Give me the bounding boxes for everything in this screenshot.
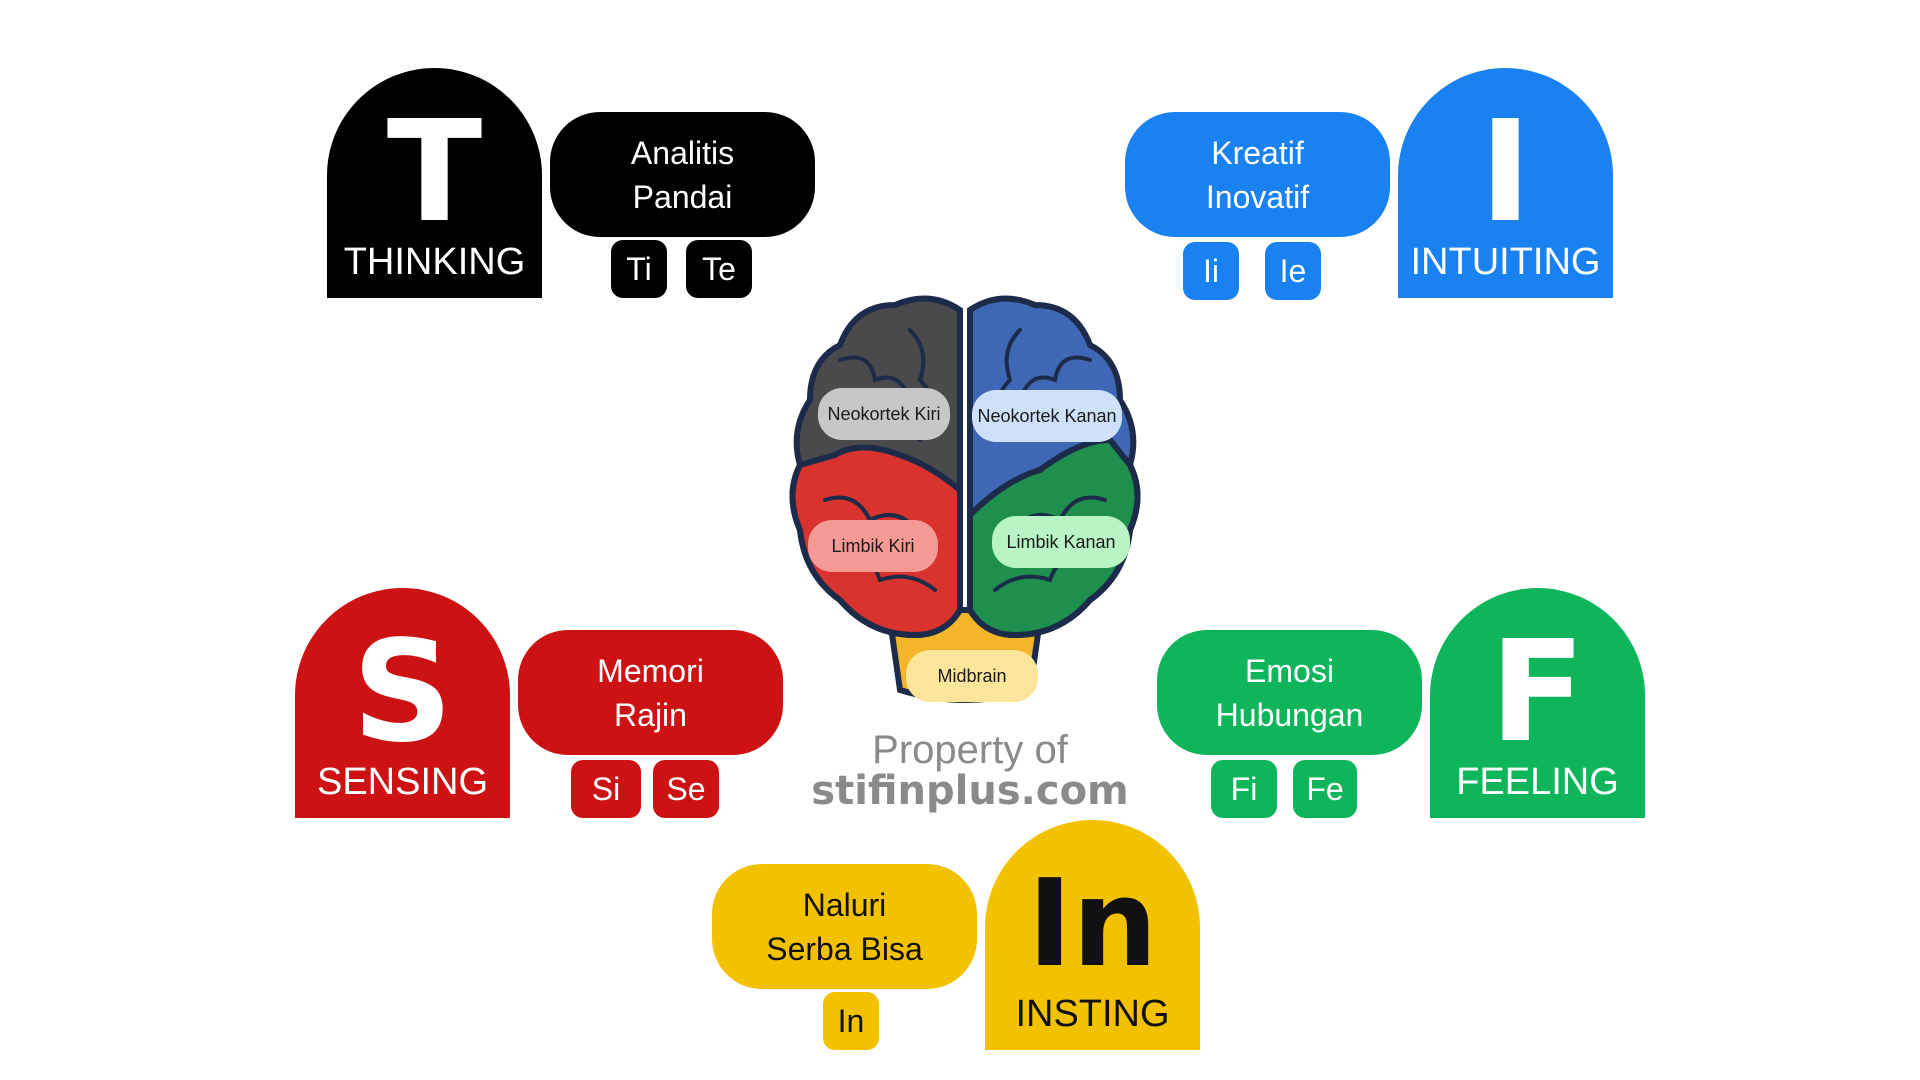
sensing-trait-1: Memori — [597, 652, 704, 689]
brain-label-midbrain: Midbrain — [906, 650, 1038, 702]
intuiting-label: INTUITING — [1410, 241, 1601, 283]
feeling-trait-1: Emosi — [1245, 652, 1334, 689]
thinking-badge: T THINKING — [327, 68, 542, 298]
watermark-line-2: stifinplus.com — [811, 768, 1129, 814]
thinking-trait-1: Analitis — [630, 134, 735, 171]
intuiting-trait-2: Inovatif — [1205, 178, 1310, 215]
insting-trait-1: Naluri — [802, 886, 887, 923]
feeling-traits: Emosi Hubungan — [1157, 630, 1422, 755]
feeling-letter: F — [1489, 611, 1586, 774]
brain-label-limbik-kanan: Limbik Kanan — [992, 516, 1130, 568]
intuiting-badge: I INTUITING — [1398, 68, 1613, 298]
intuiting-trait-1: Kreatif — [1211, 134, 1304, 171]
insting-label: INSTING — [1015, 993, 1170, 1035]
feeling-label: FEELING — [1456, 761, 1619, 803]
function-chip-si: Si — [571, 760, 641, 818]
sensing-traits: Memori Rajin — [518, 630, 783, 755]
thinking-letter: T — [386, 91, 483, 254]
function-chip-fe: Fe — [1293, 760, 1357, 818]
function-chip-in: In — [823, 992, 879, 1050]
brain-label-neokortek-kanan: Neokortek Kanan — [972, 390, 1122, 442]
insting-badge: In INSTING — [985, 820, 1200, 1050]
brain-label-neokortek-kiri: Neokortek Kiri — [818, 388, 950, 440]
sensing-badge: S SENSING — [295, 588, 510, 818]
function-chip-ti: Ti — [611, 240, 667, 298]
intuiting-letter: I — [1479, 91, 1532, 254]
feeling-trait-2: Hubungan — [1215, 696, 1364, 733]
function-chip-se: Se — [653, 760, 719, 818]
feeling-badge: F FEELING — [1430, 588, 1645, 818]
thinking-trait-2: Pandai — [632, 178, 733, 215]
function-chip-te: Te — [686, 240, 752, 298]
watermark-line-1: Property of — [872, 728, 1068, 772]
function-chip-ie: Ie — [1265, 242, 1321, 300]
brain-label-limbik-kiri: Limbik Kiri — [808, 520, 938, 572]
intuiting-traits: Kreatif Inovatif — [1125, 112, 1390, 237]
insting-traits: Naluri Serba Bisa — [712, 864, 977, 989]
sensing-label: SENSING — [316, 761, 489, 803]
sensing-letter: S — [352, 611, 453, 774]
insting-trait-2: Serba Bisa — [766, 930, 923, 967]
thinking-label: THINKING — [343, 241, 526, 283]
thinking-traits: Analitis Pandai — [550, 112, 815, 237]
function-chip-fi: Fi — [1211, 760, 1277, 818]
insting-letter: In — [1027, 855, 1158, 994]
sensing-trait-2: Rajin — [614, 696, 687, 733]
function-chip-ii: Ii — [1183, 242, 1239, 300]
